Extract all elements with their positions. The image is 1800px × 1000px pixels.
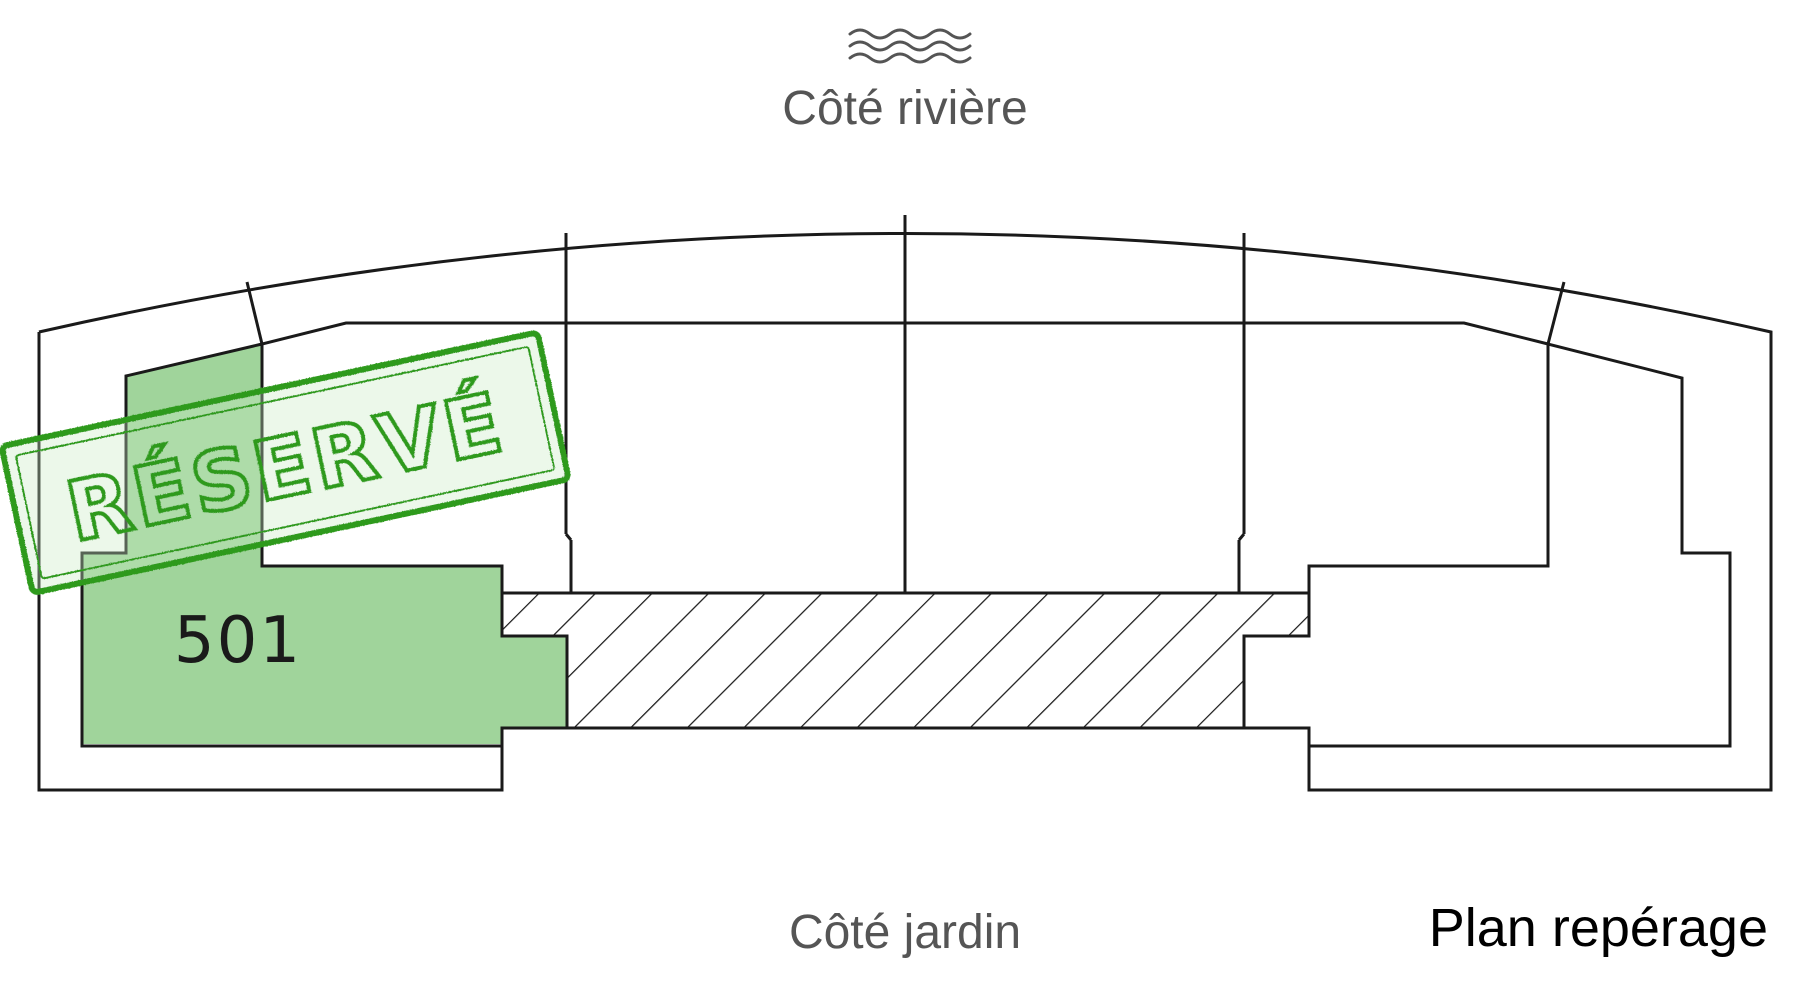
- garden-side-label: Côté jardin: [789, 906, 1021, 959]
- river-side-label: Côté rivière: [782, 82, 1027, 135]
- hatched-corridor: [500, 591, 1311, 730]
- reserved-stamp: RÉSERVÉ: [0, 330, 571, 595]
- plan-title: Plan repérage: [1429, 898, 1768, 958]
- water-waves-icon: [848, 28, 972, 64]
- interior-walls: [245, 215, 1566, 746]
- unit-number-501: 501: [174, 604, 302, 678]
